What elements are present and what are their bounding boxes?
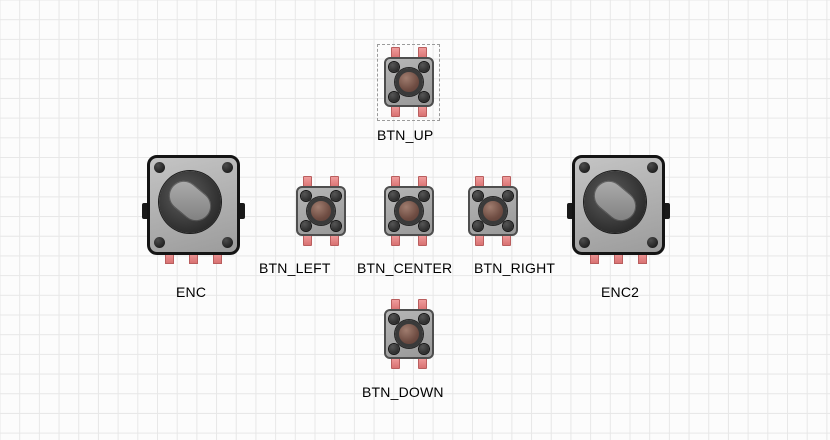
encoder-knob-icon (587, 174, 643, 228)
component-btn-right[interactable] (468, 176, 518, 246)
component-btn-left[interactable] (296, 176, 346, 246)
button-body (468, 186, 518, 236)
selection-outline (377, 44, 440, 121)
corner-rivet-icon (301, 221, 311, 231)
corner-rivet-icon (419, 344, 429, 354)
encoder-shaft-icon (584, 171, 646, 233)
corner-rivet-icon (154, 237, 165, 248)
corner-rivet-icon (331, 191, 341, 201)
component-enc[interactable] (142, 155, 245, 264)
button-cap-icon (395, 320, 423, 348)
corner-rivet-icon (473, 191, 483, 201)
corner-rivet-icon (389, 344, 399, 354)
corner-rivet-icon (301, 191, 311, 201)
button-body (384, 57, 434, 107)
button-cap-icon (307, 197, 335, 225)
encoder-body (572, 155, 665, 255)
corner-rivet-icon (579, 162, 590, 173)
label-btn-down[interactable]: BTN_DOWN (362, 384, 444, 400)
label-btn-right[interactable]: BTN_RIGHT (474, 260, 556, 276)
encoder-body (147, 155, 240, 255)
label-btn-up[interactable]: BTN_UP (377, 127, 434, 143)
corner-rivet-icon (419, 191, 429, 201)
component-btn-down[interactable] (384, 299, 434, 369)
corner-rivet-icon (579, 237, 590, 248)
corner-rivet-icon (389, 314, 399, 324)
mounting-tab-icon (663, 203, 670, 219)
mounting-tab-icon (142, 203, 149, 219)
button-body (296, 186, 346, 236)
label-btn-left[interactable]: BTN_LEFT (259, 260, 331, 276)
corner-rivet-icon (419, 92, 429, 102)
corner-rivet-icon (647, 162, 658, 173)
label-enc2[interactable]: ENC2 (601, 284, 640, 300)
label-btn-center[interactable]: BTN_CENTER (357, 260, 453, 276)
corner-rivet-icon (473, 221, 483, 231)
corner-rivet-icon (222, 237, 233, 248)
corner-rivet-icon (389, 221, 399, 231)
component-btn-up[interactable] (384, 47, 434, 117)
corner-rivet-icon (647, 237, 658, 248)
corner-rivet-icon (503, 191, 513, 201)
corner-rivet-icon (154, 162, 165, 173)
corner-rivet-icon (222, 162, 233, 173)
corner-rivet-icon (389, 92, 399, 102)
button-body (384, 309, 434, 359)
corner-rivet-icon (331, 221, 341, 231)
button-cap-icon (479, 197, 507, 225)
mounting-tab-icon (238, 203, 245, 219)
component-btn-center[interactable] (384, 176, 434, 246)
corner-rivet-icon (419, 221, 429, 231)
button-cap-icon (395, 68, 423, 96)
corner-rivet-icon (503, 221, 513, 231)
encoder-knob-icon (162, 174, 218, 228)
encoder-shaft-icon (159, 171, 221, 233)
corner-rivet-icon (389, 62, 399, 72)
label-enc[interactable]: ENC (176, 284, 207, 300)
corner-rivet-icon (419, 314, 429, 324)
corner-rivet-icon (389, 191, 399, 201)
button-cap-icon (395, 197, 423, 225)
component-enc2[interactable] (567, 155, 670, 264)
corner-rivet-icon (419, 62, 429, 72)
mounting-tab-icon (567, 203, 574, 219)
button-body (384, 186, 434, 236)
